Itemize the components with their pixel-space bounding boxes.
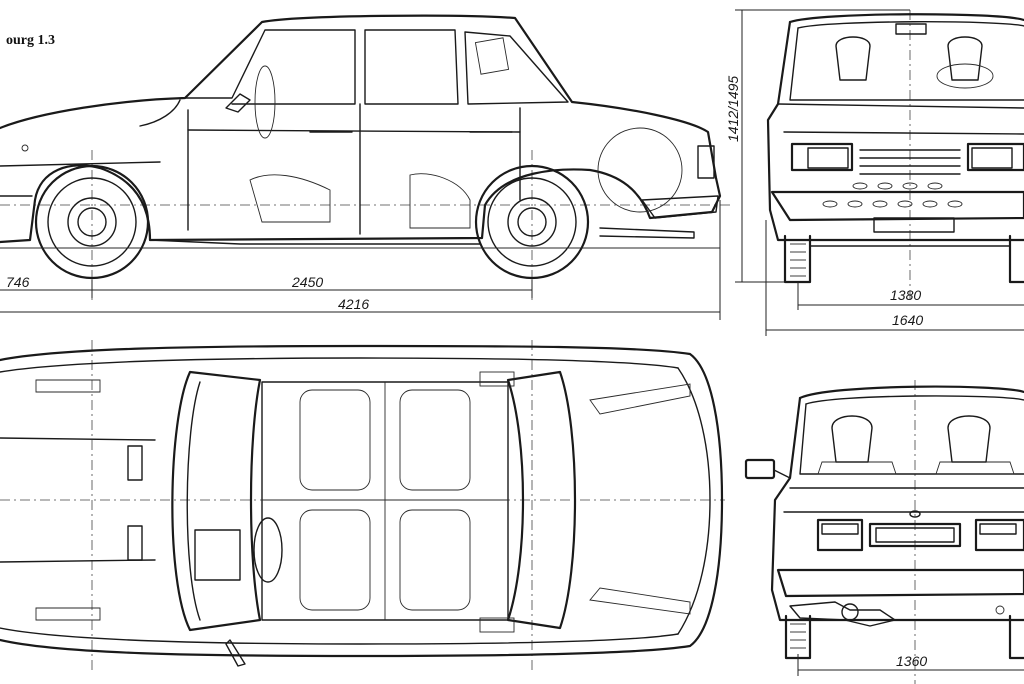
- drawing-title: ourg 1.3: [6, 33, 55, 48]
- front-view: 1412/1495: [725, 9, 1024, 336]
- overall-length-dimension: 4216: [338, 296, 369, 312]
- wheelbase-dimension: 2450: [291, 274, 323, 290]
- overall-width-dimension: 1640: [892, 312, 923, 328]
- side-view: 746 2450 4216: [0, 14, 730, 320]
- top-view: [0, 340, 725, 670]
- rear-view: 1360: [744, 380, 1024, 684]
- front-overhang-dimension: 746: [6, 274, 30, 290]
- rear-track-dimension: 1360: [896, 653, 927, 669]
- front-track-dimension: 1380: [890, 287, 921, 303]
- height-dimension: 1412/1495: [725, 76, 741, 142]
